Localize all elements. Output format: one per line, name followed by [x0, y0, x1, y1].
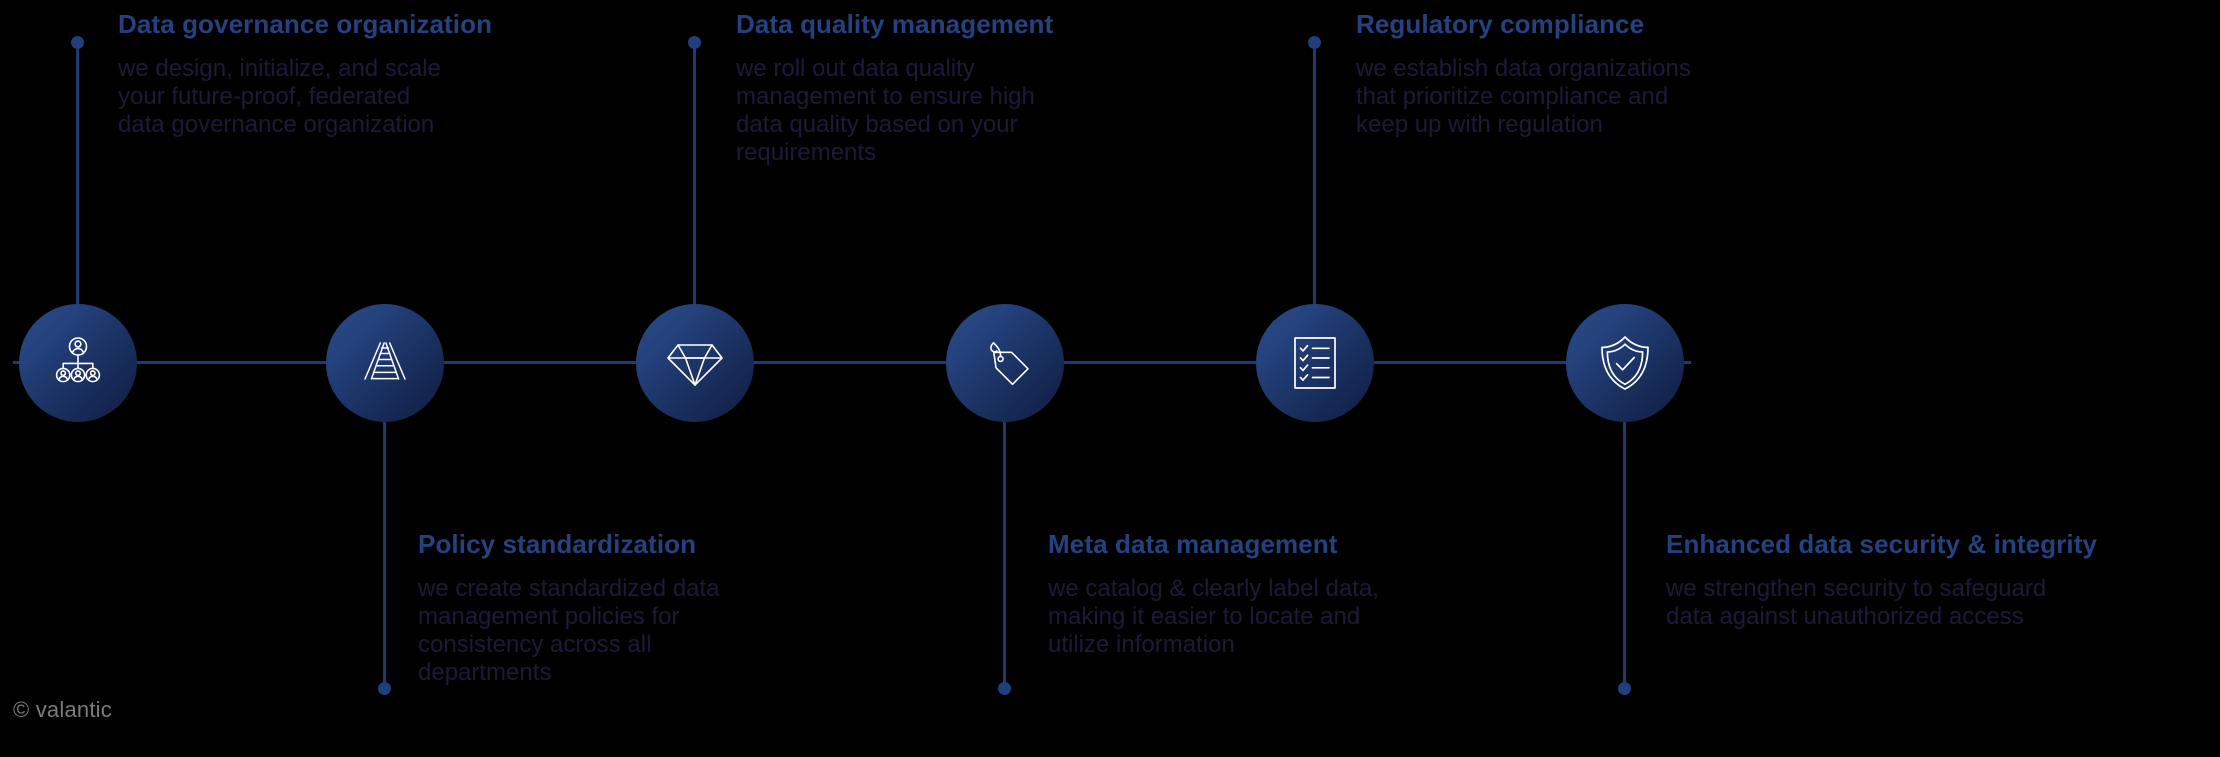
callout-body-line: keep up with regulation	[1356, 111, 1603, 139]
callout-body-line: data governance organization	[118, 111, 435, 139]
callout-body-governance: we design, initialize, and scale your fu…	[118, 55, 618, 139]
callout-body-line: making it easier to locate and	[1048, 603, 1361, 631]
callout-body-line: management to ensure high	[736, 83, 1035, 111]
callout-body-line: that prioritize compliance and	[1356, 83, 1669, 111]
callout-body-line: we roll out data quality	[736, 55, 975, 83]
shield-check-icon	[1598, 334, 1652, 392]
node-regulatory[interactable]	[1256, 304, 1374, 422]
callout-policy: Policy standardization we create standar…	[418, 529, 878, 687]
callout-body-line: utilize information	[1048, 631, 1235, 659]
connector-stem-regulatory	[1313, 43, 1316, 305]
callout-body-line: consistency across all	[418, 631, 652, 659]
pin-dot-meta	[998, 682, 1011, 695]
callout-body-line: management policies for	[418, 603, 680, 631]
callout-body-line: data quality based on your	[736, 111, 1018, 139]
diamond-icon	[666, 338, 724, 388]
callout-body-policy: we create standardized data management p…	[418, 575, 878, 687]
org-chart-icon	[50, 335, 106, 391]
callout-security: Enhanced data security & integrity we st…	[1666, 529, 2206, 631]
connector-stem-governance	[76, 43, 79, 305]
callout-title-regulatory: Regulatory compliance	[1356, 9, 1645, 39]
callout-body-line: requirements	[736, 139, 877, 167]
callout-title-quality: Data quality management	[736, 9, 1054, 39]
callout-meta: Meta data management we catalog & clearl…	[1048, 529, 1528, 659]
callout-body-line: departments	[418, 659, 552, 687]
callout-body-security: we strengthen security to safeguard data…	[1666, 575, 2206, 631]
connector-stem-meta	[1003, 422, 1006, 690]
connector-stem-quality	[693, 43, 696, 305]
callout-body-meta: we catalog & clearly label data, making …	[1048, 575, 1528, 659]
connector-stem-security	[1623, 422, 1626, 690]
valantic-copyright-logo: © valantic	[13, 697, 112, 722]
connector-stem-policy	[383, 422, 386, 690]
callout-title-governance: Data governance organization	[118, 9, 493, 39]
pin-dot-security	[1618, 682, 1631, 695]
callout-body-line: data against unauthorized access	[1666, 603, 2024, 631]
callout-body-quality: we roll out data quality management to e…	[736, 55, 1196, 167]
node-quality[interactable]	[636, 304, 754, 422]
callout-title-meta: Meta data management	[1048, 529, 1338, 559]
pin-dot-quality	[688, 36, 701, 49]
price-tag-icon	[978, 336, 1032, 390]
node-security[interactable]	[1566, 304, 1684, 422]
callout-body-line: we design, initialize, and scale	[118, 55, 441, 83]
callout-body-regulatory: we establish data organizations that pri…	[1356, 55, 1856, 139]
pin-dot-governance	[71, 36, 84, 49]
railroad-track-icon	[357, 335, 413, 391]
callout-body-line: we catalog & clearly label data,	[1048, 575, 1379, 603]
callout-title-security: Enhanced data security & integrity	[1666, 529, 2098, 559]
node-governance[interactable]	[19, 304, 137, 422]
timeline-spine	[13, 361, 1691, 364]
node-policy[interactable]	[326, 304, 444, 422]
callout-body-line: we create standardized data	[418, 575, 720, 603]
pin-dot-regulatory	[1308, 36, 1321, 49]
callout-body-line: your future-proof, federated	[118, 83, 411, 111]
callout-governance: Data governance organization we design, …	[118, 9, 618, 139]
checklist-icon	[1291, 335, 1339, 391]
callout-title-policy: Policy standardization	[418, 529, 697, 559]
pin-dot-policy	[378, 682, 391, 695]
callout-body-line: we establish data organizations	[1356, 55, 1691, 83]
callout-quality: Data quality management we roll out data…	[736, 9, 1196, 167]
node-meta[interactable]	[946, 304, 1064, 422]
callout-regulatory: Regulatory compliance we establish data …	[1356, 9, 1856, 139]
callout-body-line: we strengthen security to safeguard	[1666, 575, 2047, 603]
